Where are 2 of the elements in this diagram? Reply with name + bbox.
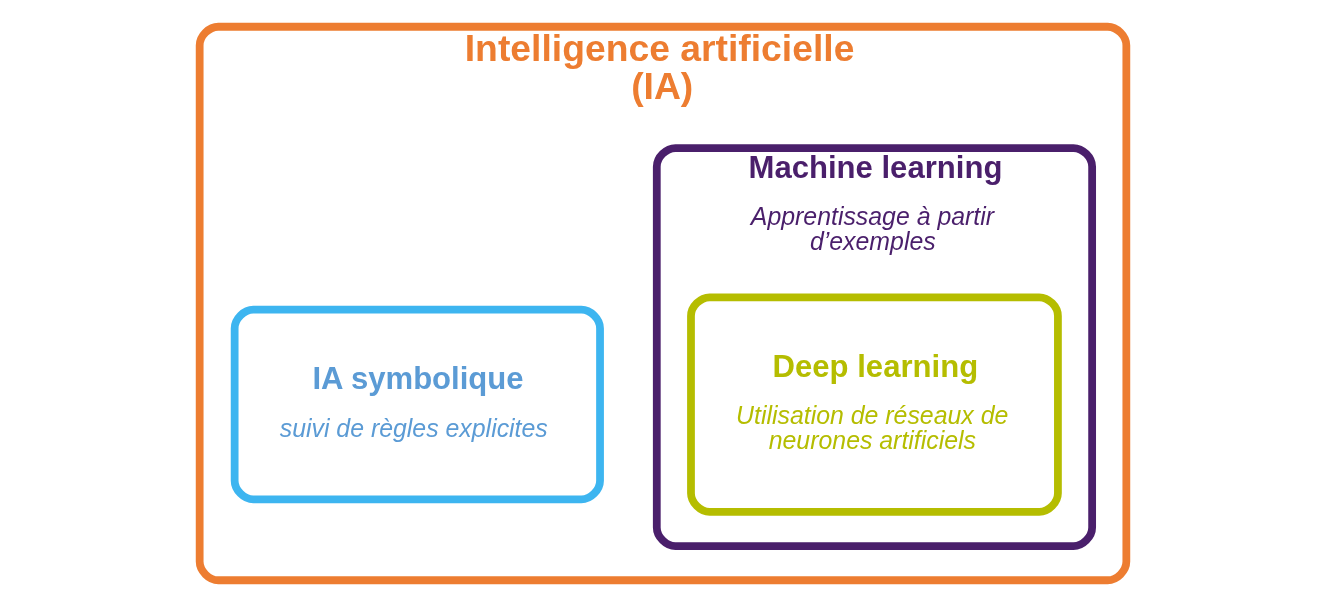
node-box: IA symbolique suivi de règles explicites xyxy=(230,305,604,504)
node-box: Deep learning Utilisation de réseaux de neurones artificiels xyxy=(686,293,1062,516)
